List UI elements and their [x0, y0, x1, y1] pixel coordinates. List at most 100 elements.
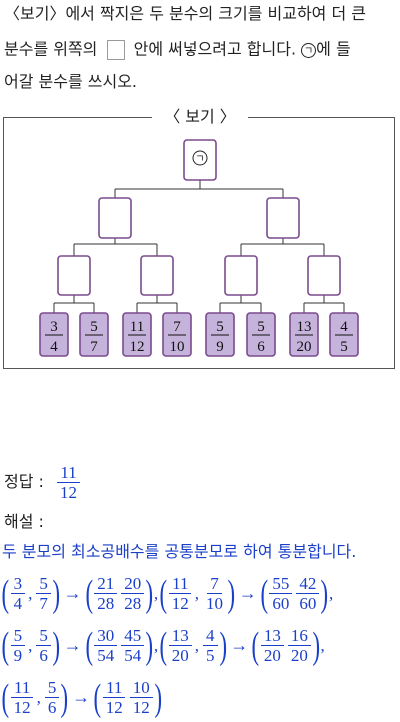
explanation-label: 해설 :: [4, 512, 44, 531]
comma: ,: [194, 583, 200, 603]
leaf-numerator: 5: [90, 319, 98, 335]
left-paren: (: [251, 624, 260, 667]
numerator: 13: [260, 626, 284, 646]
left-paren: (: [260, 572, 268, 615]
leaf-denominator: 9: [216, 339, 224, 355]
right-paren: ): [145, 572, 154, 615]
numerator: 11: [169, 574, 192, 594]
blank-node: [266, 197, 300, 239]
leaf-denominator: 7: [90, 339, 98, 355]
right-paren: ): [219, 624, 227, 667]
leaf-numerator: 5: [216, 319, 224, 335]
denominator: 6: [39, 646, 48, 665]
leaf-denominator: 10: [170, 339, 185, 355]
numerator: 5: [44, 678, 60, 698]
answer-fraction: 11 12: [57, 463, 80, 502]
left-paren: (: [1, 572, 10, 615]
comma: ,: [153, 635, 159, 655]
numerator: 16: [287, 626, 311, 646]
left-paren: (: [85, 572, 93, 615]
left-paren: (: [159, 624, 168, 667]
denominator: 5: [206, 646, 215, 665]
numerator: 55: [269, 574, 293, 594]
denominator: 4: [13, 594, 23, 613]
denominator: 6: [47, 698, 57, 717]
leaf-denominator: 20: [297, 339, 312, 355]
leaf-numerator: 11: [130, 319, 144, 335]
comma: ,: [28, 583, 33, 603]
numerator: 20: [121, 574, 145, 594]
right-paren: ): [52, 572, 61, 615]
question-text-2a: 분수를 위쪽의: [4, 39, 98, 59]
arrow-icon: →: [63, 635, 82, 655]
right-paren: ): [154, 676, 162, 719]
right-paren: ): [320, 572, 329, 615]
comma: ,: [320, 635, 325, 655]
denominator: 10: [206, 594, 224, 613]
blank-node: [140, 255, 174, 296]
numerator: 5: [10, 626, 26, 646]
comma: ,: [153, 583, 159, 603]
arrow-icon: →: [238, 583, 257, 603]
leaf-denominator: 5: [340, 339, 348, 355]
numerator: 42: [296, 574, 320, 594]
leaf-numerator: 4: [340, 319, 348, 335]
left-paren: (: [85, 624, 93, 667]
denominator: 60: [299, 594, 317, 613]
right-paren: ): [312, 624, 320, 667]
numerator: 3: [10, 574, 26, 594]
right-paren: ): [52, 624, 61, 667]
comma: ,: [194, 635, 200, 655]
denominator: 20: [171, 646, 189, 665]
blank-box-icon: [106, 40, 125, 60]
circled-marker: ㄱ: [301, 42, 317, 58]
question-line-1: 〈보기〉에서 짝지은 두 분수의 크기를 비교하여 더 큰: [4, 4, 367, 23]
arrow-icon: →: [72, 687, 91, 707]
leaf-numerator: 13: [297, 319, 312, 335]
denominator: 54: [124, 646, 142, 665]
denominator: 20: [290, 646, 308, 665]
blank-node: [224, 255, 258, 296]
question-text-2b: 안에 써넣으려고 합니다.: [133, 39, 297, 59]
right-paren: ): [227, 572, 236, 615]
leaf-numerator: 5: [257, 319, 265, 335]
top-node-marker: ㄱ: [195, 154, 204, 165]
left-paren: (: [159, 572, 168, 615]
numerator: 45: [121, 626, 145, 646]
blank-node: [98, 197, 132, 239]
question-line-3: 어갈 분수를 쓰시오.: [4, 72, 138, 91]
denominator: 9: [13, 646, 23, 665]
denominator: 12: [105, 698, 123, 717]
denominator: 28: [97, 594, 115, 613]
numerator: 5: [36, 626, 51, 646]
numerator: 7: [207, 574, 222, 594]
comma: ,: [28, 635, 33, 655]
numerator: 13: [168, 626, 192, 646]
bogi-title: 〈 보기 〉: [152, 107, 248, 127]
numerator: 10: [129, 678, 153, 698]
leaf-numerator: 7: [173, 319, 181, 335]
arrow-icon: →: [230, 635, 249, 655]
arrow-icon: →: [63, 583, 82, 603]
numerator: 11: [10, 678, 34, 698]
denominator: 54: [97, 646, 115, 665]
denominator: 12: [132, 698, 150, 717]
right-paren: ): [60, 676, 69, 719]
